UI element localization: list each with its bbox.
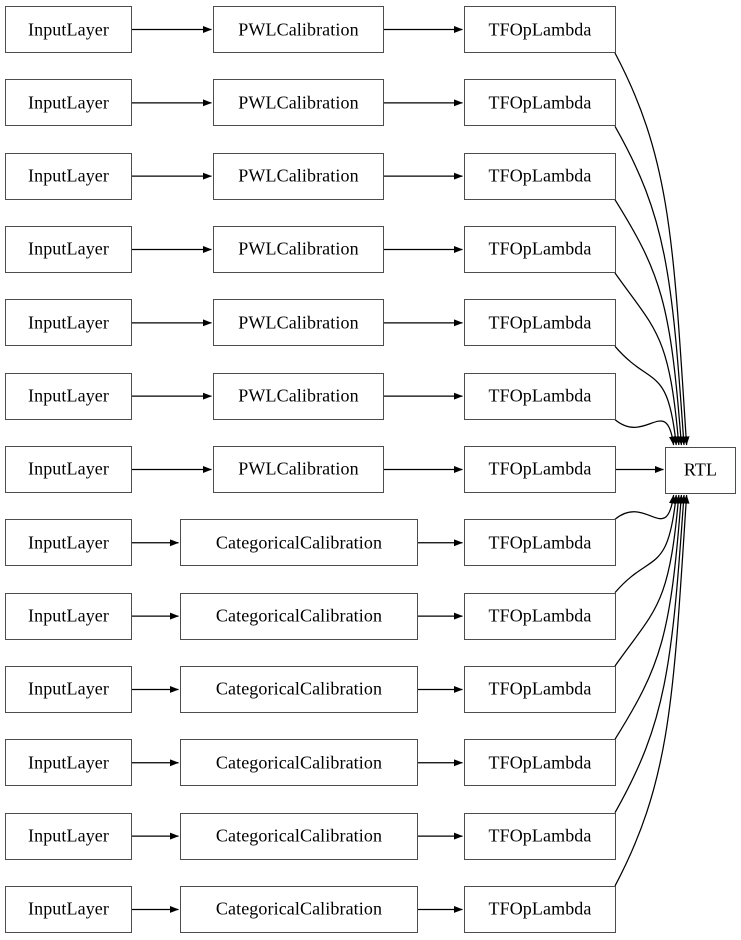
node-label: TFOpLambda [488,385,592,406]
node-label: TFOpLambda [488,92,592,113]
node-tfoplambda-3[interactable]: TFOpLambda [464,225,616,273]
node-label: TFOpLambda [488,19,592,39]
node-input-layer-8[interactable]: InputLayer [5,592,132,640]
node-label: TFOpLambda [488,458,592,479]
node-label: InputLayer [28,165,109,186]
node-label: CategoricalCalibration [215,605,383,626]
node-label: PWLCalibration [238,312,359,333]
node-calibration-11[interactable]: CategoricalCalibration [180,812,418,860]
node-label: InputLayer [28,92,109,113]
node-tfoplambda-4[interactable]: TFOpLambda [464,299,616,347]
node-label: TFOpLambda [488,165,592,186]
node-input-layer-9[interactable]: InputLayer [5,665,132,713]
node-tfoplambda-1[interactable]: TFOpLambda [464,79,616,127]
node-calibration-8[interactable]: CategoricalCalibration [180,592,418,640]
node-tfoplambda-9[interactable]: TFOpLambda [464,665,616,713]
node-input-layer-2[interactable]: InputLayer [5,152,132,200]
node-tfoplambda-11[interactable]: TFOpLambda [464,812,616,860]
node-label: TFOpLambda [488,898,592,919]
node-input-layer-3[interactable]: InputLayer [5,225,132,273]
node-tfoplambda-5[interactable]: TFOpLambda [464,372,616,420]
node-calibration-4[interactable]: PWLCalibration [213,299,384,347]
node-label: TFOpLambda [488,752,592,773]
node-rtl-output[interactable]: RTL [665,446,736,494]
node-tfoplambda-0[interactable]: TFOpLambda [464,6,616,53]
node-label: TFOpLambda [488,605,592,626]
node-input-layer-11[interactable]: InputLayer [5,812,132,860]
node-calibration-3[interactable]: PWLCalibration [213,225,384,273]
node-label: InputLayer [28,19,109,39]
node-label: TFOpLambda [488,312,592,333]
node-label: PWLCalibration [238,19,359,39]
node-label: PWLCalibration [238,92,359,113]
node-label: TFOpLambda [488,532,592,553]
node-label: InputLayer [28,458,109,479]
node-input-layer-6[interactable]: InputLayer [5,445,132,493]
node-tfoplambda-2[interactable]: TFOpLambda [464,152,616,200]
node-label: InputLayer [28,238,109,259]
node-label: CategoricalCalibration [215,532,383,553]
node-calibration-12[interactable]: CategoricalCalibration [180,885,418,933]
node-calibration-10[interactable]: CategoricalCalibration [180,739,418,787]
node-label: CategoricalCalibration [215,898,383,919]
node-calibration-2[interactable]: PWLCalibration [213,152,384,200]
node-calibration-1[interactable]: PWLCalibration [213,79,384,127]
node-label: InputLayer [28,825,109,846]
node-label: CategoricalCalibration [215,825,383,846]
node-label: PWLCalibration [238,458,359,479]
node-calibration-9[interactable]: CategoricalCalibration [180,665,418,713]
node-calibration-6[interactable]: PWLCalibration [213,445,384,493]
node-label: PWLCalibration [238,385,359,406]
node-label: InputLayer [28,898,109,919]
node-input-layer-5[interactable]: InputLayer [5,372,132,420]
node-input-layer-4[interactable]: InputLayer [5,299,132,347]
node-label: CategoricalCalibration [215,678,383,699]
node-tfoplambda-6[interactable]: TFOpLambda [464,445,616,493]
node-calibration-0[interactable]: PWLCalibration [213,6,384,53]
node-label: RTL [683,459,718,480]
node-input-layer-0[interactable]: InputLayer [5,6,132,53]
node-label: InputLayer [28,752,109,773]
node-label: TFOpLambda [488,238,592,259]
node-label: InputLayer [28,678,109,699]
node-calibration-5[interactable]: PWLCalibration [213,372,384,420]
node-label: PWLCalibration [238,165,359,186]
node-label: TFOpLambda [488,678,592,699]
node-input-layer-10[interactable]: InputLayer [5,739,132,787]
node-label: PWLCalibration [238,238,359,259]
node-calibration-7[interactable]: CategoricalCalibration [180,519,418,567]
node-tfoplambda-10[interactable]: TFOpLambda [464,739,616,787]
node-input-layer-1[interactable]: InputLayer [5,79,132,127]
node-tfoplambda-12[interactable]: TFOpLambda [464,885,616,933]
node-input-layer-7[interactable]: InputLayer [5,519,132,567]
node-tfoplambda-8[interactable]: TFOpLambda [464,592,616,640]
node-label: TFOpLambda [488,825,592,846]
node-label: InputLayer [28,605,109,626]
node-label: InputLayer [28,312,109,333]
node-label: InputLayer [28,532,109,553]
node-input-layer-12[interactable]: InputLayer [5,885,132,933]
node-tfoplambda-7[interactable]: TFOpLambda [464,519,616,567]
node-label: InputLayer [28,385,109,406]
node-label: CategoricalCalibration [215,752,383,773]
